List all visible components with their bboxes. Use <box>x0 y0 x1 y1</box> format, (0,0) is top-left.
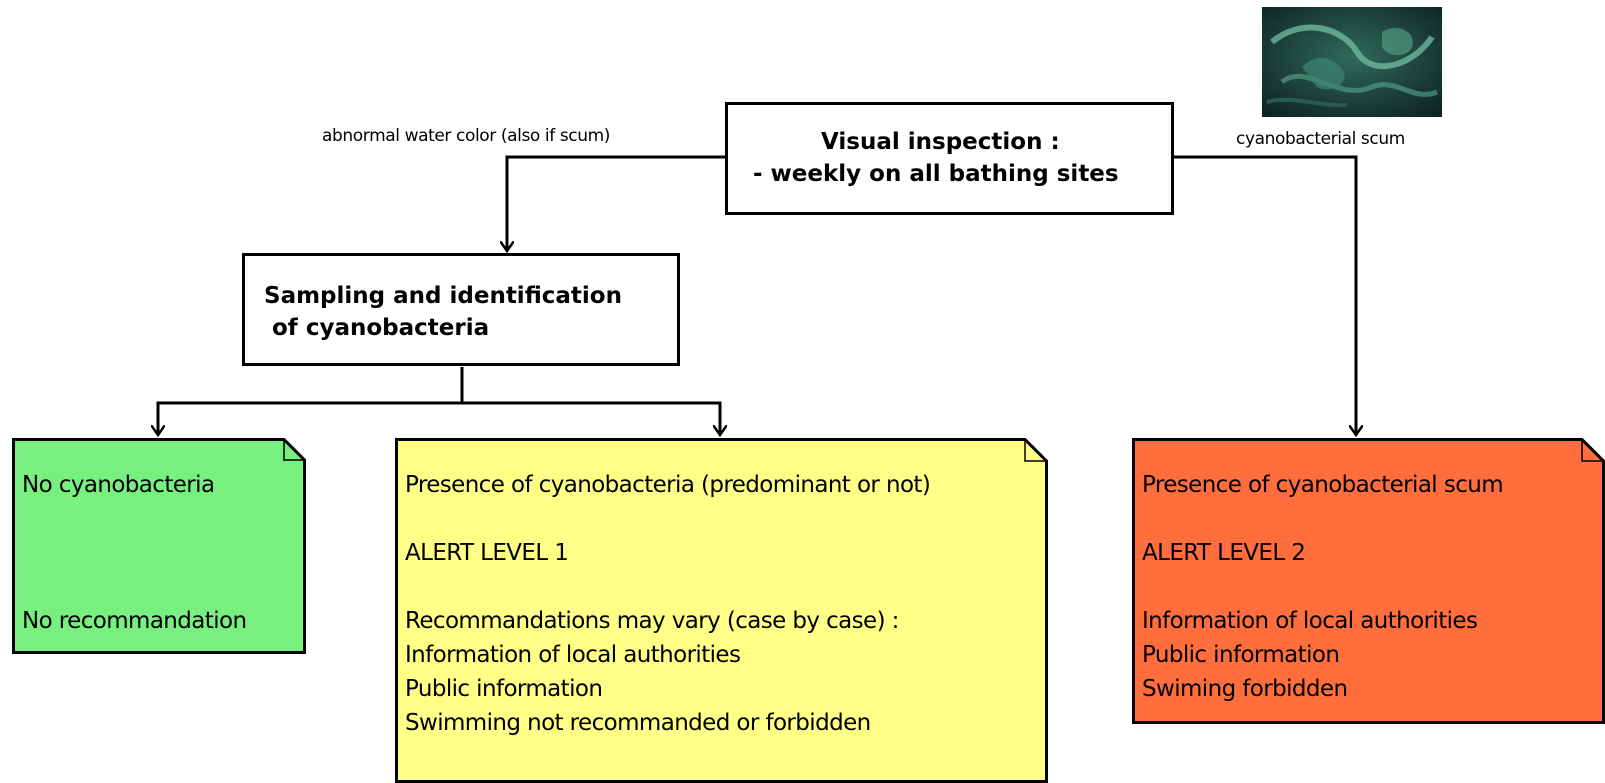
inspection-frequency: - weekly on all bathing sites <box>753 161 1119 187</box>
note-line: Recommandations may vary (case by case) … <box>405 608 899 634</box>
note-line: Public information <box>1142 642 1340 668</box>
note-frame-yellow <box>395 438 1048 783</box>
note-line: No recommandation <box>22 608 247 634</box>
arrow-to-cyano-note <box>462 401 720 434</box>
note-line: Information of local authorities <box>1142 608 1478 634</box>
note-line <box>1142 502 1572 536</box>
note-line: No cyanobacteria <box>22 472 215 498</box>
sampling-title: Sampling and identification <box>264 283 622 309</box>
note-line <box>22 536 306 570</box>
note-frame-orange <box>1132 438 1605 724</box>
note-line <box>405 502 1048 536</box>
edge-label-scum: cyanobacterial scum <box>1236 129 1405 149</box>
note-line <box>1142 570 1572 604</box>
visual-inspection-box: Visual inspection : - weekly on all bath… <box>725 102 1174 215</box>
arrow-to-scum-note <box>1172 155 1356 434</box>
note-line: ALERT LEVEL 2 <box>1142 540 1306 566</box>
note-line: Presence of cyanobacterial scum <box>1142 472 1504 498</box>
arrow-to-sampling <box>507 155 727 250</box>
arrow-to-no-cyano-note <box>158 401 462 434</box>
cyanobacterial-scum-photo <box>1262 7 1442 117</box>
note-green-text: No cyanobacteria No recommandation <box>22 468 306 638</box>
note-frame-green <box>12 438 306 654</box>
edge-label-abnormal-color: abnormal water color (also if scum) <box>322 126 610 146</box>
note-line <box>22 570 306 604</box>
note-line: ALERT LEVEL 1 <box>405 540 569 566</box>
sampling-subtitle: of cyanobacteria <box>264 315 490 341</box>
note-line: Public information <box>405 676 603 702</box>
note-yellow-text: Presence of cyanobacteria (predominant o… <box>405 468 1048 740</box>
note-no-cyanobacteria: No cyanobacteria No recommandation <box>12 438 306 654</box>
note-line: Information of local authorities <box>405 642 741 668</box>
note-line <box>405 570 1048 604</box>
note-line: Swiming forbidden <box>1142 676 1348 702</box>
note-line: Presence of cyanobacteria (predominant o… <box>405 472 931 498</box>
note-line <box>22 502 306 536</box>
note-cyanobacteria-presence: Presence of cyanobacteria (predominant o… <box>395 438 1048 783</box>
sampling-identification-box: Sampling and identification of cyanobact… <box>242 253 680 366</box>
note-line: Swimming not recommanded or forbidden <box>405 710 871 736</box>
inspection-title: Visual inspection : <box>821 129 1060 155</box>
